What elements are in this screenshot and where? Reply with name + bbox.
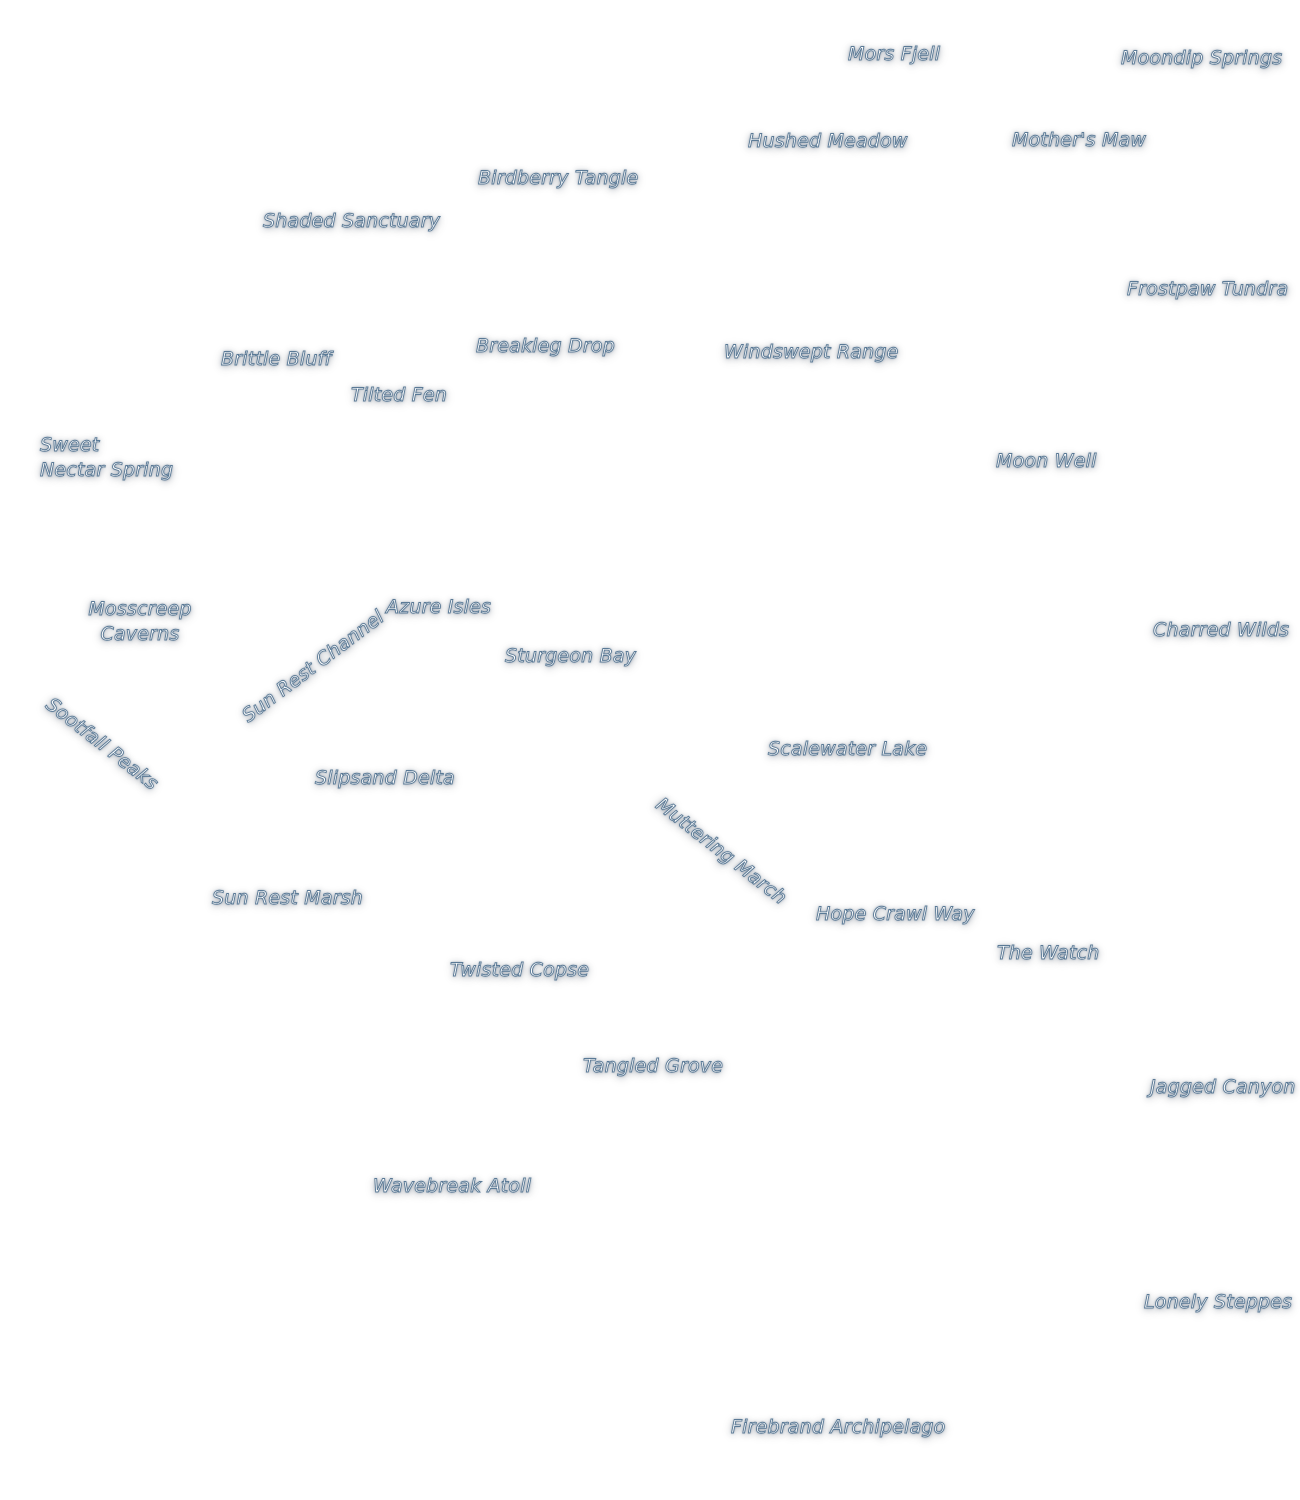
label-mors-fjell: Mors Fjell bbox=[848, 43, 941, 66]
label-birdberry-tangle: Birdberry Tangle bbox=[478, 167, 639, 190]
label-tilted-fen: Tilted Fen bbox=[351, 384, 448, 407]
label-mosscreep-caverns-line1: Mosscreep bbox=[88, 598, 192, 621]
label-mosscreep-caverns: Mosscreep Caverns bbox=[76, 597, 204, 647]
label-lonely-steppes: Lonely Steppes bbox=[1144, 1291, 1293, 1314]
label-the-watch: The Watch bbox=[997, 942, 1100, 965]
label-firebrand-archipelago: Firebrand Archipelago bbox=[731, 1416, 946, 1439]
label-sturgeon-bay: Sturgeon Bay bbox=[505, 645, 637, 668]
label-breakleg-drop: Breakleg Drop bbox=[476, 335, 616, 358]
label-wavebreak-atoll: Wavebreak Atoll bbox=[373, 1175, 532, 1198]
label-scalewater-lake: Scalewater Lake bbox=[768, 738, 928, 761]
label-brittle-bluff: Brittle Bluff bbox=[221, 348, 332, 371]
label-shaded-sanctuary: Shaded Sanctuary bbox=[263, 210, 441, 233]
label-sweet-nectar-spring-line2: Nectar Spring bbox=[40, 459, 174, 482]
label-tangled-grove: Tangled Grove bbox=[583, 1055, 724, 1078]
label-jagged-canyon: Jagged Canyon bbox=[1150, 1076, 1296, 1099]
label-hope-crawl-way: Hope Crawl Way bbox=[816, 903, 975, 926]
label-mothers-maw: Mother's Maw bbox=[1012, 129, 1147, 152]
label-sun-rest-channel: Sun Rest Channel bbox=[238, 606, 389, 728]
label-azure-isles: Azure Isles bbox=[386, 596, 492, 619]
label-moon-well: Moon Well bbox=[996, 450, 1097, 473]
label-slipsand-delta: Slipsand Delta bbox=[315, 767, 456, 790]
label-frostpaw-tundra: Frostpaw Tundra bbox=[1127, 278, 1289, 301]
label-windswept-range: Windswept Range bbox=[724, 341, 899, 364]
label-twisted-copse: Twisted Copse bbox=[450, 959, 590, 982]
label-sootfall-peaks: Sootfall Peaks bbox=[41, 693, 163, 795]
label-sun-rest-marsh: Sun Rest Marsh bbox=[212, 887, 364, 910]
label-mosscreep-caverns-line2: Caverns bbox=[100, 623, 180, 646]
label-moondip-springs: Moondip Springs bbox=[1121, 47, 1283, 70]
label-sweet-nectar-spring-line1: Sweet bbox=[40, 434, 100, 457]
label-sweet-nectar-spring: Sweet Nectar Spring bbox=[40, 433, 174, 483]
label-charred-wilds: Charred Wilds bbox=[1153, 619, 1290, 642]
label-muttering-march: Muttering March bbox=[651, 793, 791, 910]
label-hushed-meadow: Hushed Meadow bbox=[748, 130, 908, 153]
